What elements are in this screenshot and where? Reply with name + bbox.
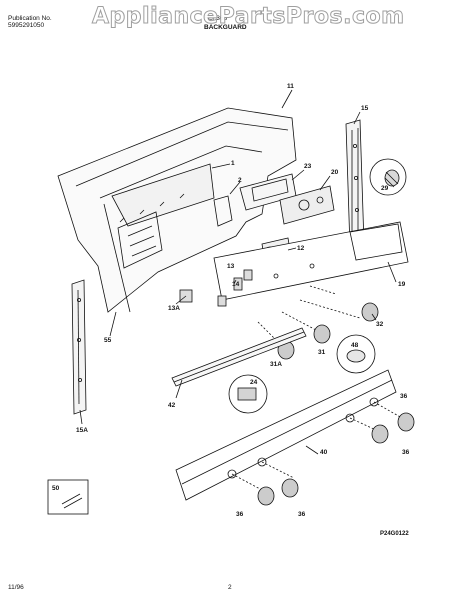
part-label: 15A (76, 427, 88, 434)
part-label: 20 (331, 169, 339, 176)
part-label: 32 (376, 321, 384, 328)
part-label: 29 (381, 185, 389, 192)
part-label: 36 (236, 511, 244, 518)
part-label: 15 (361, 105, 369, 112)
publication-label: Publication No. (8, 15, 52, 22)
part-label: 23 (304, 163, 312, 170)
part-label: 11 (287, 83, 294, 90)
section-title: BACKGUARD (204, 24, 247, 31)
part-label: 2 (238, 177, 242, 184)
footer-date: 11/96 (8, 584, 24, 591)
part-label: 36 (402, 449, 410, 456)
part-label: 31A (270, 361, 282, 368)
publication-number: 5995291050 (8, 22, 45, 29)
page-number: 2 (228, 584, 232, 591)
part-label: 14 (232, 281, 240, 288)
part-label: 31 (318, 349, 326, 356)
part-label: 50 (52, 485, 60, 492)
part-label: 24 (250, 379, 258, 386)
part-label: 40 (320, 449, 328, 456)
part-label: 36 (298, 511, 306, 518)
part-label: 1 (231, 160, 235, 167)
part-label: 12 (297, 245, 305, 252)
part-label: 19 (398, 281, 406, 288)
part-label: 13A (168, 305, 180, 312)
part-label: 48 (351, 342, 359, 349)
drawing-code: P24G0122 (380, 531, 409, 537)
part-label: 55 (104, 337, 112, 344)
part-label: 13 (227, 263, 235, 270)
part-label: 42 (168, 402, 176, 409)
model-number: FEF366 (204, 15, 228, 22)
part-label: 36 (400, 393, 408, 400)
watermark: AppliancePartsPros.com (92, 4, 405, 30)
